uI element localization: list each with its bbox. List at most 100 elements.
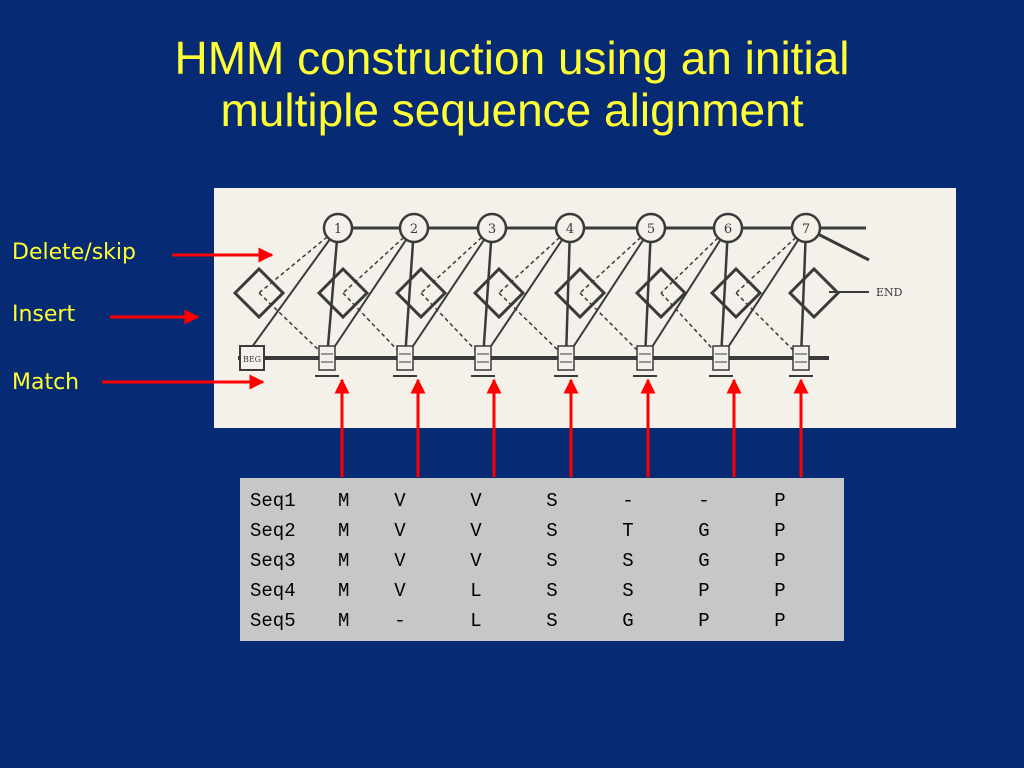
residue-cell: S bbox=[546, 550, 558, 572]
match-to-delete-transition bbox=[404, 227, 493, 359]
residue-cell: P bbox=[774, 610, 786, 632]
residue-cell: S bbox=[546, 490, 558, 512]
residue-cell: M bbox=[338, 610, 350, 632]
residue-cell: V bbox=[470, 490, 482, 512]
delete-to-match-transition bbox=[799, 227, 808, 359]
delete-state-circle bbox=[398, 212, 430, 244]
residue-cell: P bbox=[774, 580, 786, 602]
delete-state-number: 2 bbox=[410, 222, 418, 237]
match-to-delete-transition bbox=[482, 227, 571, 359]
residue-cell: S bbox=[546, 520, 558, 542]
insert-state-diamond bbox=[634, 266, 688, 320]
residue-cell: P bbox=[774, 520, 786, 542]
sequence-name: Seq5 bbox=[250, 610, 296, 632]
insert-state-diamond bbox=[394, 266, 448, 320]
residue-cell: S bbox=[622, 550, 634, 572]
end-label: END bbox=[876, 286, 903, 299]
sequence-name: Seq1 bbox=[250, 490, 296, 512]
residue-cell: S bbox=[622, 580, 634, 602]
insert-to-match-transition bbox=[660, 292, 722, 359]
residue-cell: V bbox=[394, 520, 406, 542]
residue-cell: V bbox=[394, 490, 406, 512]
match-state-box bbox=[636, 345, 654, 371]
residue-cell: M bbox=[338, 580, 350, 602]
delete-state-circle bbox=[790, 212, 822, 244]
match-state-box bbox=[474, 345, 492, 371]
residue-cell: P bbox=[698, 580, 710, 602]
match-to-delete-transition bbox=[326, 227, 415, 359]
column-arrows bbox=[334, 378, 809, 477]
insert-to-match-transition bbox=[420, 292, 484, 359]
residue-cell: M bbox=[338, 520, 350, 542]
delete-state-number: 4 bbox=[566, 222, 574, 237]
delete-to-match-transition bbox=[325, 227, 340, 359]
delete-to-match-transition bbox=[719, 227, 730, 359]
slide-title-line-2: multiple sequence alignment bbox=[220, 84, 804, 136]
residue-cell: G bbox=[698, 550, 710, 572]
match-state-box bbox=[712, 345, 730, 371]
match-to-delete-transition bbox=[720, 227, 807, 359]
insert-state-diamond bbox=[472, 266, 526, 320]
sequence-name: Seq3 bbox=[250, 550, 296, 572]
residue-cell: G bbox=[622, 610, 634, 632]
delete-state-number: 5 bbox=[647, 222, 655, 237]
residue-cell: V bbox=[394, 580, 406, 602]
residue-cell: G bbox=[698, 520, 710, 542]
insert-to-match-transition bbox=[735, 292, 802, 359]
residue-cell: M bbox=[338, 490, 350, 512]
delete-state-circle bbox=[635, 212, 667, 244]
begin-to-delete-transition bbox=[243, 227, 339, 359]
insert-to-match-transition bbox=[342, 292, 406, 359]
match-state-box bbox=[557, 345, 575, 371]
insert-state-diamond bbox=[709, 266, 763, 320]
match-state-box bbox=[318, 345, 336, 371]
residue-cell: S bbox=[546, 610, 558, 632]
delete-state-circle bbox=[712, 212, 744, 244]
match-state-box bbox=[792, 345, 810, 371]
residue-cell: P bbox=[774, 490, 786, 512]
delete-state-number: 7 bbox=[802, 222, 810, 237]
delete-skip-label: Delete/skip bbox=[12, 240, 136, 265]
delete-to-match-transition bbox=[481, 227, 494, 359]
insert-state-diamond bbox=[787, 266, 841, 320]
residue-cell: M bbox=[338, 550, 350, 572]
alignment-row: Seq4 M V L S S P P bbox=[250, 576, 818, 606]
slide-title: HMM construction using an initial multip… bbox=[0, 32, 1024, 136]
begin-state-box bbox=[239, 345, 265, 371]
delete-state-number: 6 bbox=[724, 222, 732, 237]
residue-cell: S bbox=[546, 580, 558, 602]
sequence-name: Seq4 bbox=[250, 580, 296, 602]
residue-cell: L bbox=[470, 580, 482, 602]
delete-state-number: 3 bbox=[488, 222, 496, 237]
residue-cell: T bbox=[622, 520, 634, 542]
delete-state-circle bbox=[554, 212, 586, 244]
begin-label: BEG bbox=[243, 355, 261, 364]
residue-cell: V bbox=[470, 520, 482, 542]
match-label: Match bbox=[12, 370, 80, 395]
delete-state-number: 1 bbox=[334, 222, 342, 237]
delete-state-circle bbox=[476, 212, 508, 244]
insert-to-match-transition bbox=[579, 292, 646, 359]
insert-state-diamond bbox=[232, 266, 286, 320]
residue-cell: V bbox=[470, 550, 482, 572]
insert-state-diamond bbox=[553, 266, 607, 320]
insert-state-diamond bbox=[316, 266, 370, 320]
residue-cell: P bbox=[774, 550, 786, 572]
delete-state-circle bbox=[322, 212, 354, 244]
residue-cell: - bbox=[394, 610, 406, 632]
slide-title-line-1: HMM construction using an initial bbox=[174, 32, 850, 84]
residue-cell: - bbox=[622, 490, 634, 512]
delete-to-match-transition bbox=[403, 227, 416, 359]
match-to-delete-transition bbox=[565, 227, 652, 359]
residue-cell: L bbox=[470, 610, 482, 632]
insert-label: Insert bbox=[12, 302, 76, 327]
delete-to-match-transition bbox=[564, 227, 572, 359]
